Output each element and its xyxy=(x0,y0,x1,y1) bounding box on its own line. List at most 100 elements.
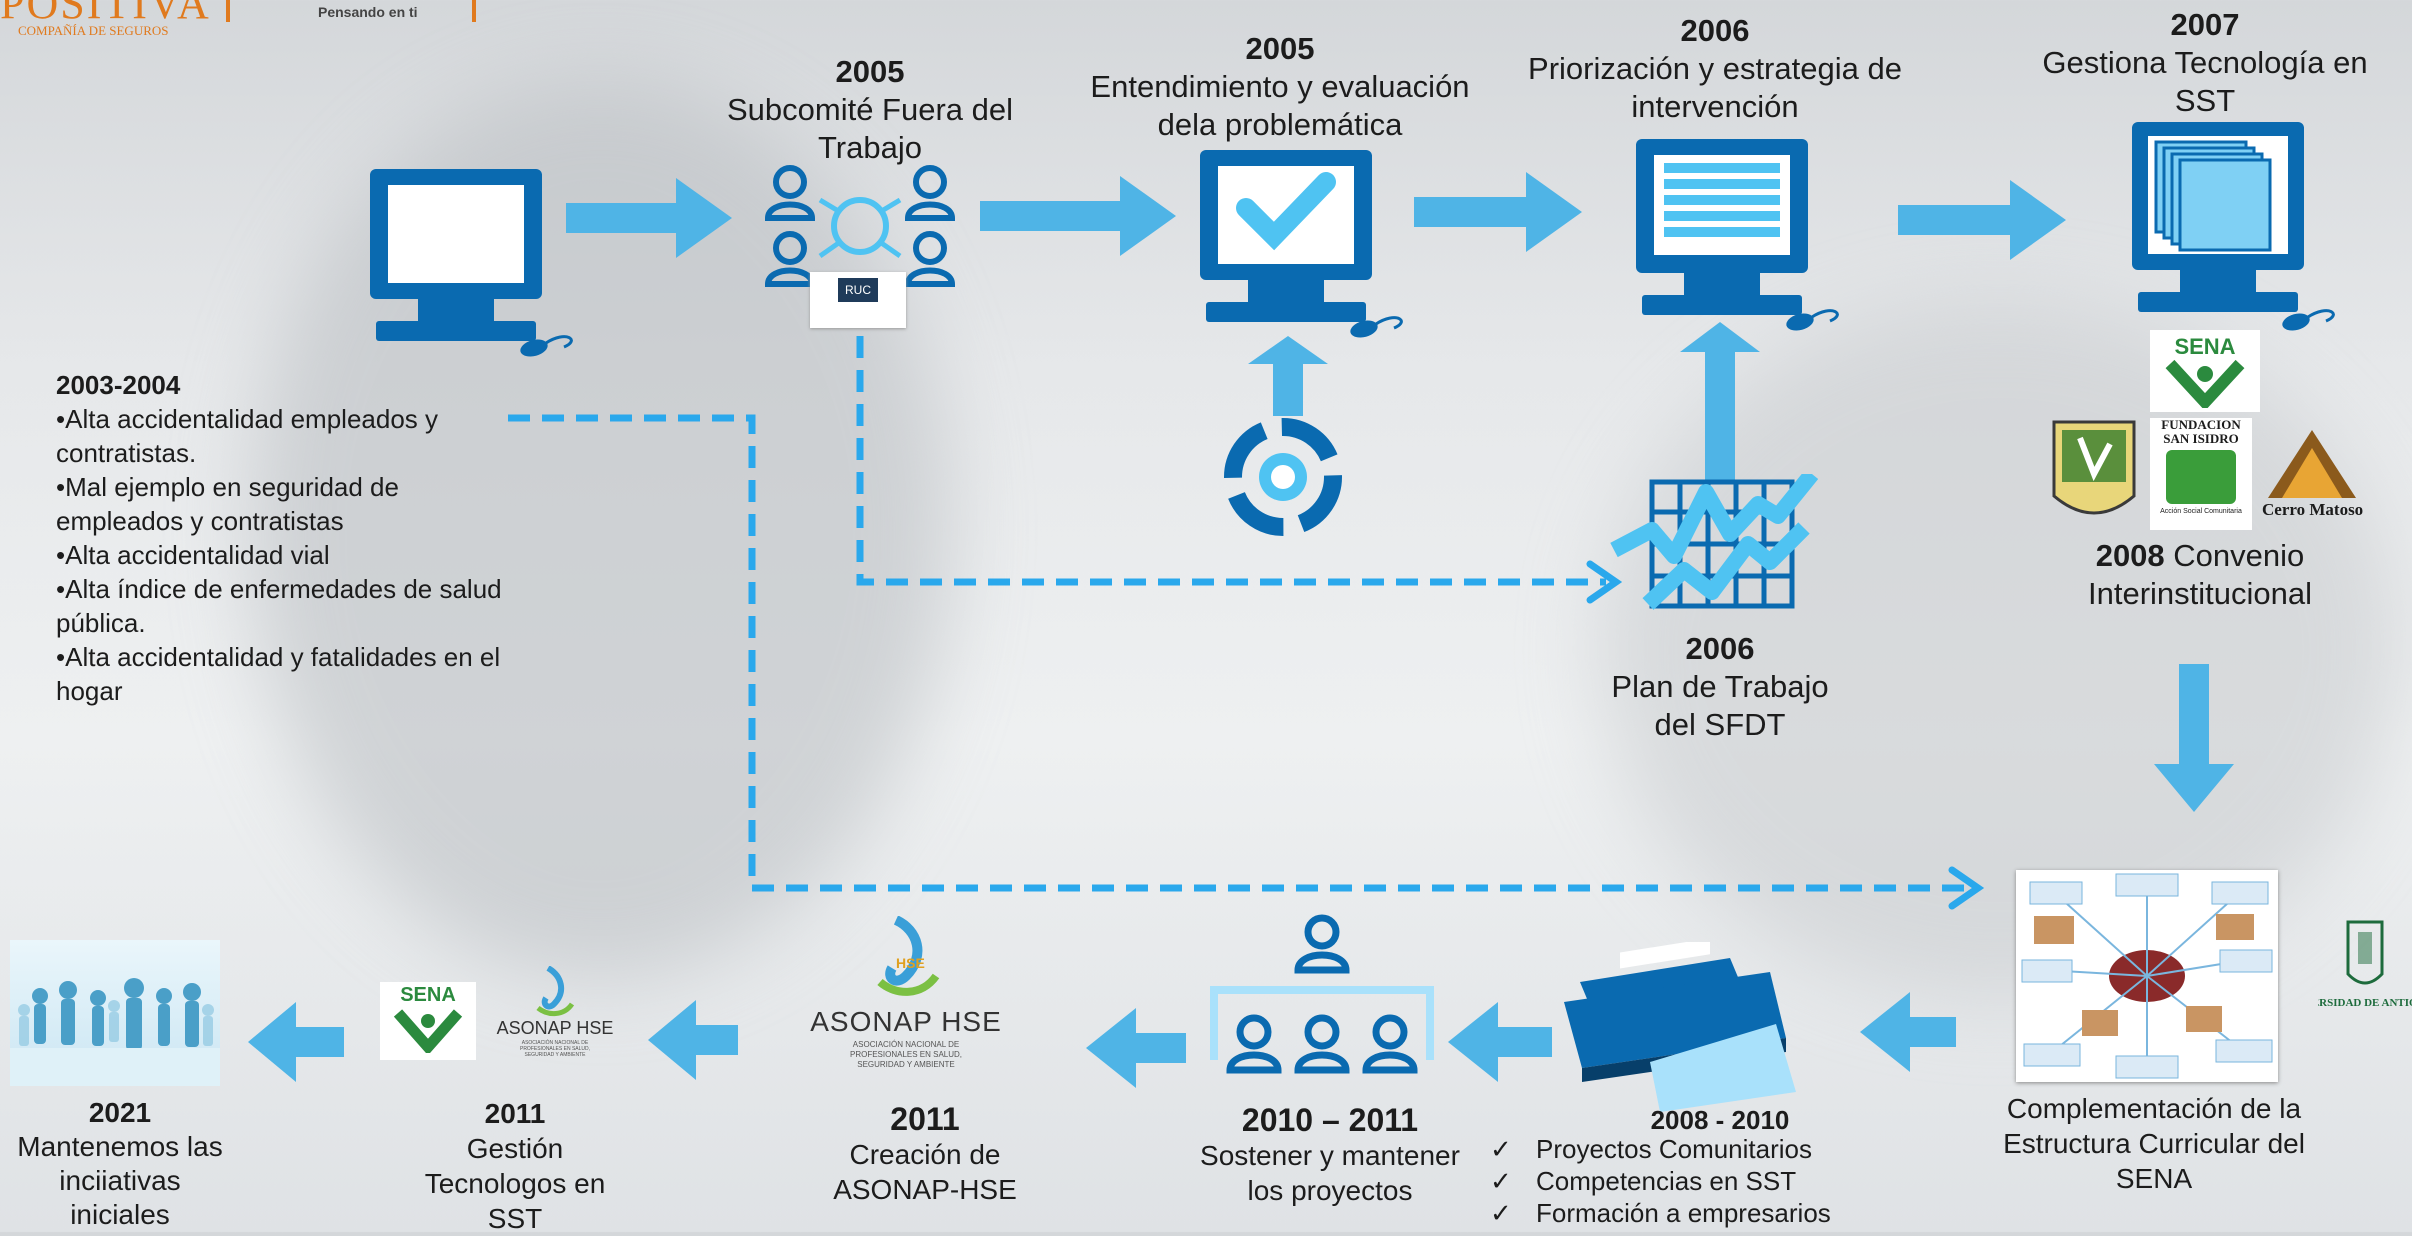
step-gestiona: 2007 Gestiona Tecnología en SST xyxy=(2030,6,2380,120)
step-subcomite: 2005 Subcomité Fuera del Trabajo xyxy=(700,53,1040,167)
arrow-left xyxy=(1448,1002,1552,1082)
step-text: Entendimiento y evaluación dela problemá… xyxy=(1090,69,1470,142)
step-year: 2008 xyxy=(2095,538,2165,573)
issue-item: •Mal ejemplo en seguridad de empleados y… xyxy=(56,472,399,536)
fundacion-logo: FUNDACION SAN ISIDRO Acción Social Comun… xyxy=(2150,418,2252,530)
brand-divider xyxy=(472,0,476,22)
step-year: 2011 xyxy=(484,1098,546,1129)
asonap-logo: HSE ASONAP HSE ASOCIACIÓN NACIONAL DE PR… xyxy=(806,916,1006,1096)
step-priorizacion: 2006 Priorización y estrategia de interv… xyxy=(1520,12,1910,126)
ruc-badge: RUC xyxy=(810,272,906,328)
ruc-badge-label: RUC xyxy=(838,278,878,302)
arrow-left xyxy=(1086,1008,1186,1088)
sena-figure xyxy=(2165,359,2245,408)
step-year: 2010 – 2011 xyxy=(1241,1102,1419,1138)
sena-logo: SENA xyxy=(2150,330,2260,412)
fundacion-logo-sub: Acción Social Comunitaria xyxy=(2160,508,2242,515)
issues-years: 2003-2004 xyxy=(56,370,181,400)
hse-text: HSE xyxy=(896,955,925,971)
dashed-arrowhead xyxy=(1948,866,1985,910)
proyectos-checklist: Proyectos Comunitarios Competencias en S… xyxy=(1490,1133,1831,1229)
computer-list-icon xyxy=(1636,139,1839,331)
cerro-matoso-logo: Cerro Matoso xyxy=(2262,424,2364,528)
issue-item: •Alta accidentalidad empleados y contrat… xyxy=(56,404,439,468)
step-convenio: 2008 Convenio Interinstitucional xyxy=(2040,537,2360,613)
asonap-logo-text: ASONAP HSE xyxy=(496,1018,614,1038)
arrow-down xyxy=(2154,664,2234,812)
asonap-emblem xyxy=(536,966,575,1016)
fundacion-emblem xyxy=(2166,450,2236,504)
step-asonap: 2011 Creación de ASONAP-HSE xyxy=(790,1102,1060,1207)
sena-logo-text: SENA xyxy=(400,984,456,1006)
asonap-logo-text: ASONAP HSE xyxy=(810,1006,1002,1037)
dashed-line-to-curriculum xyxy=(508,414,1968,892)
udea-logo: UNIVERSIDAD DE ANTIOQUIA xyxy=(2318,920,2412,1009)
step-proyectos-year: 2008 - 2010 xyxy=(1650,1105,1790,1135)
computer-documents-icon xyxy=(2132,122,2335,331)
dashed-line-to-plan xyxy=(856,336,1606,586)
issue-item: •Alta accidentalidad y fatalidades en el… xyxy=(56,642,501,706)
cycle-icon xyxy=(1224,418,1342,536)
brand-divider xyxy=(226,0,230,22)
plan-chart-icon xyxy=(1610,474,1818,610)
step-text: Complementación de la Estructura Curricu… xyxy=(2003,1093,2305,1194)
check-item: Formación a empresarios xyxy=(1490,1197,1831,1229)
step-text: Plan de Trabajo del SFDT xyxy=(1611,669,1829,742)
cerro-mountain xyxy=(2268,430,2356,498)
check-item: Competencias en SST xyxy=(1490,1165,1831,1197)
sena-logo-small: SENA xyxy=(380,982,476,1060)
step-plan: 2006 Plan de Trabajo del SFDT xyxy=(1600,630,1840,744)
step-text: Priorización y estrategia de intervenció… xyxy=(1528,51,1902,124)
team-icon xyxy=(1210,914,1434,1074)
step-text: Convenio Interinstitucional xyxy=(2087,538,2312,611)
computer-check-icon xyxy=(1200,150,1403,338)
step-text: Gestión Tecnologos en SST xyxy=(424,1133,606,1234)
asonap-emblem: HSE xyxy=(877,916,940,996)
arrow-right xyxy=(980,176,1176,256)
step-year: 2005 xyxy=(1245,31,1315,66)
dashed-arrowhead xyxy=(1586,560,1623,604)
computer-icon xyxy=(370,169,573,357)
step-text: Gestiona Tecnología en SST xyxy=(2042,45,2368,118)
step-complementacion: Complementación de la Estructura Curricu… xyxy=(1994,1091,2314,1196)
people-image xyxy=(10,940,220,1086)
step-sostener: 2010 – 2011 Sostener y mantener los proy… xyxy=(1180,1103,1480,1208)
issue-item: •Alta accidentalidad vial xyxy=(56,540,330,570)
step-mantenemos: 2021 Mantenemos las inciiativas iniciale… xyxy=(10,1096,230,1232)
sena-logo-text: SENA xyxy=(2174,334,2236,359)
fundacion-logo-text: FUNDACION SAN ISIDRO xyxy=(2161,417,2241,446)
asonap-logo-small: ASONAP HSE ASOCIACIÓN NACIONAL DE PROFES… xyxy=(490,966,620,1070)
curriculum-diagram xyxy=(2016,870,2278,1082)
sena-figure xyxy=(393,1009,463,1053)
arrow-left xyxy=(248,1002,344,1082)
arrow-right xyxy=(566,178,732,258)
step-year: 2021 xyxy=(88,1097,152,1128)
asonap-logo-sub: ASOCIACIÓN NACIONAL DE PROFESIONALES EN … xyxy=(849,1040,963,1069)
step-year: 2007 xyxy=(2170,7,2240,42)
arrow-up xyxy=(1680,322,1760,482)
arrow-left xyxy=(648,1000,738,1080)
people-silhouettes xyxy=(10,978,220,1086)
curriculum-mindmap xyxy=(2021,873,2273,1079)
step-year: 2006 xyxy=(1685,631,1755,666)
check-item: Proyectos Comunitarios xyxy=(1490,1133,1831,1165)
issue-item: •Alta índice de enfermedades de salud pú… xyxy=(56,574,502,638)
step-text: Creación de ASONAP-HSE xyxy=(833,1139,1017,1205)
issues-list: 2003-2004 •Alta accidentalidad empleados… xyxy=(56,368,516,708)
arrow-left xyxy=(1860,992,1956,1072)
cerro-logo-text: Cerro Matoso xyxy=(2262,500,2364,519)
step-text: Subcomité Fuera del Trabajo xyxy=(726,92,1014,165)
committee-icon xyxy=(764,165,956,287)
step-text: Sostener y mantener los proyectos xyxy=(1200,1140,1460,1206)
arrow-up xyxy=(1248,336,1328,416)
step-gestion-tec: 2011 Gestión Tecnologos en SST xyxy=(400,1096,630,1236)
step-year: 2006 xyxy=(1680,13,1750,48)
step-year: 2011 xyxy=(890,1101,960,1137)
step-entendimiento: 2005 Entendimiento y evaluación dela pro… xyxy=(1070,30,1490,144)
arrow-right xyxy=(1414,172,1582,252)
shield-logo xyxy=(2052,420,2136,515)
step-year: 2005 xyxy=(835,54,905,89)
tagline: Pensando en ti xyxy=(318,4,418,20)
printer-icon xyxy=(1564,942,1796,1112)
